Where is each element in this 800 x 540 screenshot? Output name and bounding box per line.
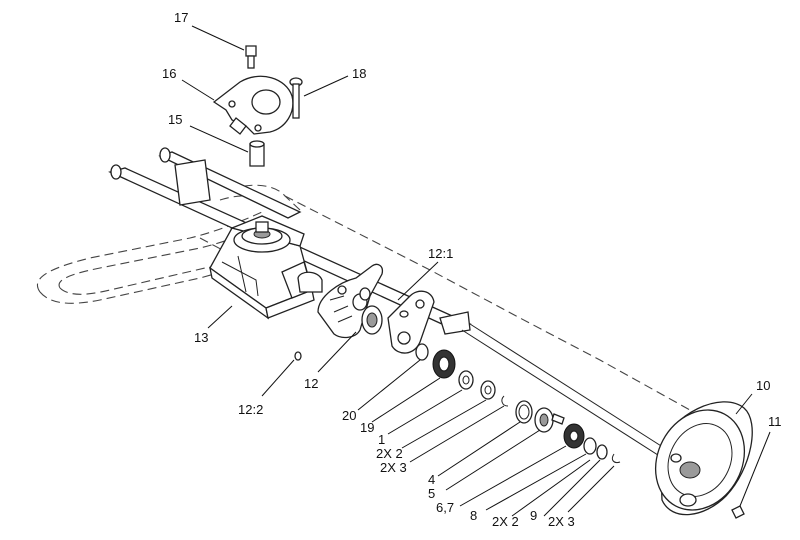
callout-1: 1 bbox=[378, 432, 385, 447]
drive-wheel bbox=[654, 401, 753, 516]
leader-lines bbox=[181, 25, 771, 517]
bracket-arm bbox=[387, 290, 435, 354]
callout-13: 13 bbox=[194, 330, 208, 345]
callout-9: 9 bbox=[530, 508, 537, 523]
callout-2x3-b: 2X 3 bbox=[548, 514, 575, 529]
gearbox-housing bbox=[209, 215, 323, 320]
callout-6-7: 6,7 bbox=[436, 500, 454, 515]
screw-11 bbox=[731, 505, 745, 519]
spacer-15 bbox=[249, 140, 265, 167]
dowel-pin bbox=[294, 351, 302, 361]
callout-2x3-a: 2X 3 bbox=[380, 460, 407, 475]
callout-20: 20 bbox=[342, 408, 356, 423]
callout-11: 11 bbox=[768, 414, 782, 429]
cover-bracket bbox=[212, 75, 294, 135]
callout-17: 17 bbox=[174, 10, 188, 25]
callout-labels: 17 16 18 15 13 12:1 12 12:2 20 19 1 2X 2… bbox=[162, 10, 782, 529]
callout-5: 5 bbox=[428, 486, 435, 501]
bolt-18 bbox=[289, 77, 303, 119]
callout-12: 12 bbox=[304, 376, 318, 391]
drive-shaft bbox=[108, 147, 681, 465]
callout-19: 19 bbox=[360, 420, 374, 435]
callout-12-1: 12:1 bbox=[428, 246, 453, 261]
callout-12-2: 12:2 bbox=[238, 402, 263, 417]
shift-fork bbox=[317, 263, 384, 339]
callout-2x2-b: 2X 2 bbox=[492, 514, 519, 529]
callout-15: 15 bbox=[168, 112, 182, 127]
callout-16: 16 bbox=[162, 66, 176, 81]
bolt-17 bbox=[245, 45, 257, 69]
callout-18: 18 bbox=[352, 66, 366, 81]
callout-2x2-a: 2X 2 bbox=[376, 446, 403, 461]
callout-8: 8 bbox=[470, 508, 477, 523]
callout-10: 10 bbox=[756, 378, 770, 393]
shaft-parts-stack bbox=[415, 343, 621, 463]
callout-4: 4 bbox=[428, 472, 435, 487]
